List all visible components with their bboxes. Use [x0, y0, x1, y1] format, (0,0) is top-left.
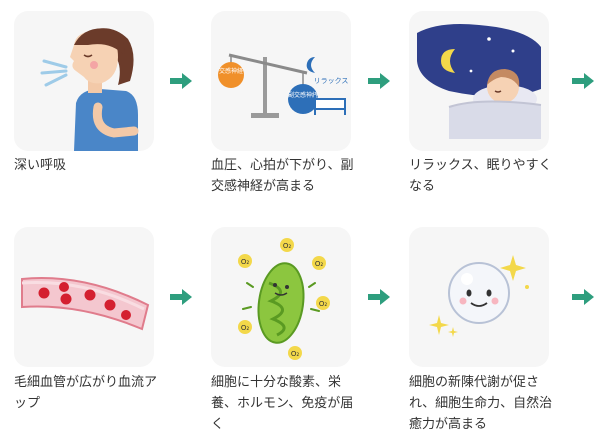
blood-vessel-icon — [21, 277, 150, 331]
oxygen-bubble: O₂ — [238, 254, 252, 268]
step-caption-3: リラックス、眠りやすくなる — [409, 158, 552, 194]
deep-breath-person-icon — [40, 28, 139, 151]
right-arrow-icon — [170, 289, 192, 305]
svg-text:O₂: O₂ — [315, 260, 324, 268]
right-arrow-icon — [368, 289, 390, 305]
flow-arrow-2 — [368, 73, 390, 89]
step-card-2: 交感神経 副交感神経 リラックス — [211, 11, 351, 151]
parasympathetic-label: 副交感神経 — [288, 91, 318, 99]
step-caption-2: 血圧、心拍が下がり、副交感神経が高まる — [211, 158, 354, 194]
step-card-5: O₂ O₂ O₂ O₂ O₂ O₂ — [211, 227, 351, 367]
oxygen-bubble: O₂ — [316, 296, 330, 310]
oxygen-bubble: O₂ — [312, 256, 326, 270]
step-caption-5: 細胞に十分な酸素、栄養、ホルモン、免疫が届く — [211, 375, 354, 432]
flow-arrow-4 — [170, 289, 192, 305]
flow-arrow-6 — [572, 289, 594, 305]
svg-text:O₂: O₂ — [241, 258, 250, 266]
step-card-1 — [14, 11, 154, 151]
relax-label: リラックス — [314, 77, 349, 85]
cell-oxygen-icon: O₂ O₂ O₂ O₂ O₂ O₂ — [238, 238, 330, 360]
oxygen-bubble: O₂ — [288, 346, 302, 360]
flow-arrow-5 — [368, 289, 390, 305]
step-card-6 — [409, 227, 549, 367]
step-caption-1: 深い呼吸 — [14, 158, 67, 173]
sympathetic-label: 交感神経 — [219, 67, 243, 75]
svg-text:O₂: O₂ — [283, 242, 292, 250]
step-card-3 — [409, 11, 549, 151]
sparkling-cell-icon — [429, 255, 529, 337]
flow-arrow-3 — [572, 73, 594, 89]
svg-text:O₂: O₂ — [319, 300, 328, 308]
right-arrow-icon — [572, 73, 594, 89]
nerve-balance-scale-icon: 交感神経 副交感神経 リラックス — [218, 53, 349, 118]
oxygen-bubble: O₂ — [238, 320, 252, 334]
svg-text:O₂: O₂ — [291, 350, 300, 358]
step-caption-6: 細胞の新陳代謝が促され、細胞生命力、自然治癒力が高まる — [409, 375, 553, 432]
right-arrow-icon — [572, 289, 594, 305]
svg-text:O₂: O₂ — [241, 324, 250, 332]
right-arrow-icon — [170, 73, 192, 89]
right-arrow-icon — [368, 73, 390, 89]
step-caption-4: 毛細血管が広がり血流アップ — [14, 375, 158, 411]
sleeping-person-icon — [417, 24, 542, 139]
oxygen-bubble: O₂ — [280, 238, 294, 252]
step-card-4 — [14, 227, 154, 367]
flow-arrow-1 — [170, 73, 192, 89]
